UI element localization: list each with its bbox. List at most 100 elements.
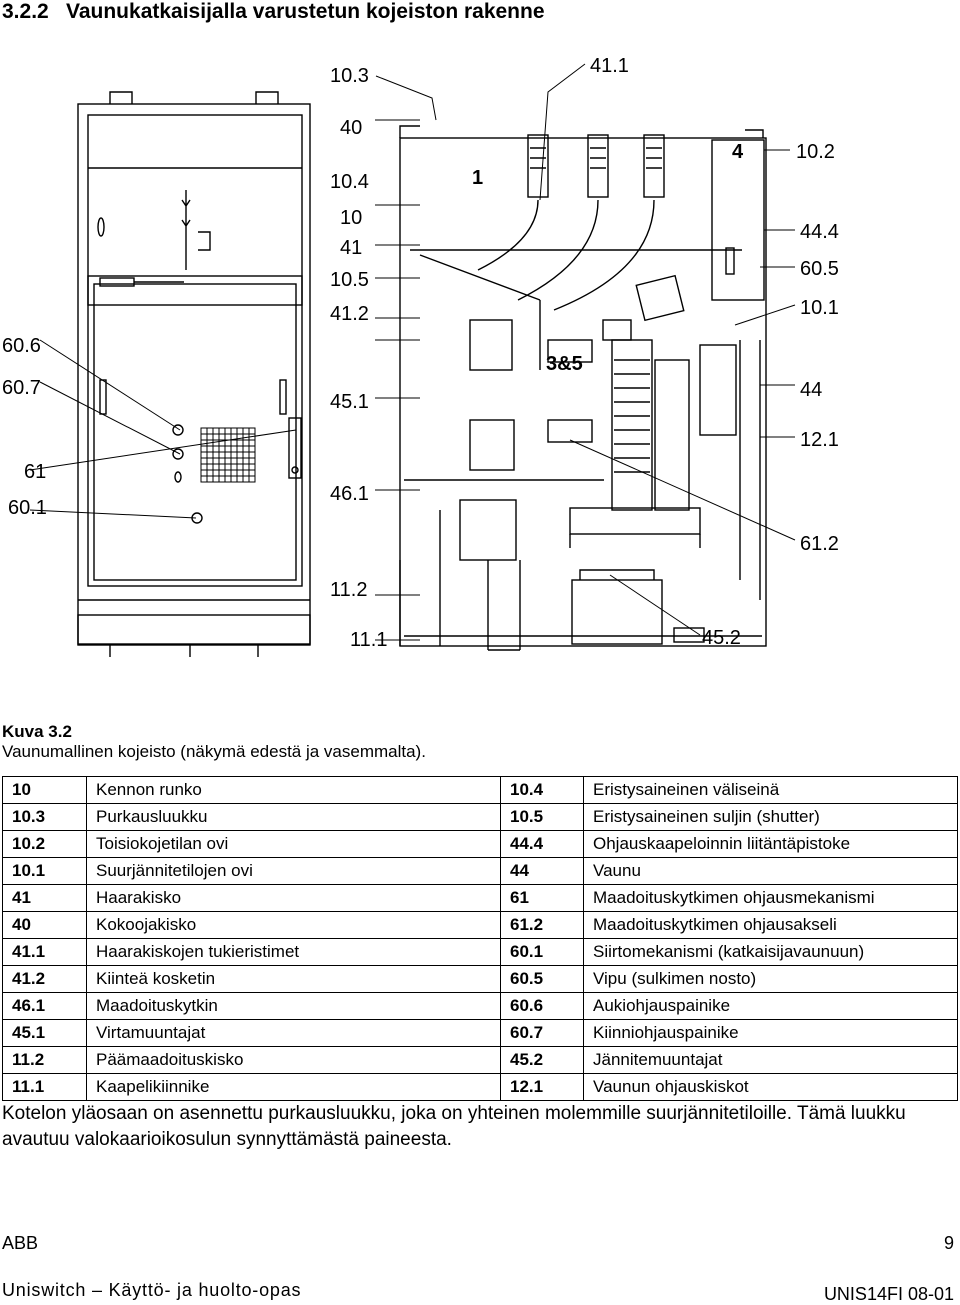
- callout-10-2: 10.2: [796, 141, 835, 163]
- region-label-4: 4: [732, 141, 744, 163]
- callout-11-2: 11.2: [330, 579, 367, 601]
- callout-61-2: 61.2: [800, 533, 839, 555]
- legend-description: Suurjännitetilojen ovi: [86, 857, 501, 885]
- footer-document-title: Uniswitch – Käyttö- ja huolto-opas: [2, 1280, 302, 1300]
- legend-code: 45.1: [2, 1019, 87, 1047]
- legend-description: Maadoituskytkimen ohjausakseli: [583, 911, 958, 939]
- callout-60-5: 60.5: [800, 258, 839, 280]
- callout-46-1: 46.1: [330, 483, 369, 505]
- legend-code: 10.3: [2, 803, 87, 831]
- callout-61: 61: [24, 461, 46, 483]
- legend-code: 45.2: [500, 1046, 584, 1074]
- callout-leaders: [29, 63, 796, 641]
- legend-code: 11.2: [2, 1046, 87, 1074]
- side-view-cabinet: [399, 125, 767, 651]
- legend-description: Kokoojakisko: [86, 911, 501, 939]
- legend-code: 40: [2, 911, 87, 939]
- callout-44-4: 44.4: [800, 221, 839, 243]
- footer-page-number: 9: [943, 1233, 954, 1253]
- callout-40: 40: [340, 117, 362, 139]
- section-heading: 3.2.2 Vaunukatkaisijalla varustetun kojei…: [2, 0, 545, 24]
- switchgear-drawing: 1 4 3&5 60.6 60.7 61 60.1 10.3 40 10.4 1…: [2, 55, 839, 657]
- legend-code: 41.2: [2, 965, 87, 993]
- legend-code: 10.2: [2, 830, 87, 858]
- legend-description: Kiinniohjauspainike: [583, 1019, 958, 1047]
- callout-10-4: 10.4: [330, 171, 369, 193]
- legend-description: Siirtomekanismi (katkaisijavaunuun): [583, 938, 958, 966]
- legend-code: 61.2: [500, 911, 584, 939]
- legend-description: Kaapelikiinnike: [86, 1073, 501, 1101]
- legend-description: Maadoituskytkimen ohjausmekanismi: [583, 884, 958, 912]
- callout-10-3: 10.3: [330, 65, 369, 87]
- callout-45-2: 45.2: [702, 627, 741, 649]
- legend-description: Vipu (sulkimen nosto): [583, 965, 958, 993]
- legend-description: Aukiohjauspainike: [583, 992, 958, 1020]
- legend-description: Kiinteä kosketin: [86, 965, 501, 993]
- figure-caption-label: Kuva 3.2: [2, 722, 72, 741]
- callout-60-7: 60.7: [2, 377, 41, 399]
- section-title: Vaunukatkaisijalla varustetun kojeiston …: [66, 0, 545, 23]
- legend-description: Toisiokojetilan ovi: [86, 830, 501, 858]
- legend-code: 12.1: [500, 1073, 584, 1101]
- legend-code: 10.5: [500, 803, 584, 831]
- legend-code: 41: [2, 884, 87, 912]
- callout-10-5: 10.5: [330, 269, 369, 291]
- callout-41: 41: [340, 237, 362, 259]
- legend-code: 46.1: [2, 992, 87, 1020]
- legend-code: 10.1: [2, 857, 87, 885]
- legend-code: 60.7: [500, 1019, 584, 1047]
- callout-10: 10: [340, 207, 362, 229]
- legend-code: 61: [500, 884, 584, 912]
- callout-45-1: 45.1: [330, 391, 369, 413]
- legend-code: 60.1: [500, 938, 584, 966]
- figure-caption-text: Vaunumallinen kojeisto (näkymä edestä ja…: [2, 742, 426, 761]
- legend-code: 60.5: [500, 965, 584, 993]
- footer-company: ABB: [2, 1233, 39, 1253]
- legend-code: 60.6: [500, 992, 584, 1020]
- callout-44: 44: [800, 379, 822, 401]
- legend-description: Ohjauskaapeloinnin liitäntäpistoke: [583, 830, 958, 858]
- front-view-cabinet: [77, 91, 311, 657]
- legend-code: 10: [2, 776, 87, 804]
- callout-11-1: 11.1: [350, 629, 387, 651]
- callout-10-1: 10.1: [800, 297, 839, 319]
- legend-description: Maadoituskytkin: [86, 992, 501, 1020]
- legend-code: 11.1: [2, 1073, 87, 1101]
- legend-description: Haarakiskojen tukieristimet: [86, 938, 501, 966]
- legend-description: Päämaadoituskisko: [86, 1046, 501, 1074]
- legend-description: Jännitemuuntajat: [583, 1046, 958, 1074]
- legend-description: Vaunu: [583, 857, 958, 885]
- callout-41-2: 41.2: [330, 303, 369, 325]
- legend-description: Kennon runko: [86, 776, 501, 804]
- legend-code: 44: [500, 857, 584, 885]
- callout-60-1: 60.1: [8, 497, 47, 519]
- legend-code: 10.4: [500, 776, 584, 804]
- legend-description: Purkausluukku: [86, 803, 501, 831]
- callout-60-6: 60.6: [2, 335, 41, 357]
- footer-document-code: UNIS14FI 08-01: [823, 1284, 954, 1304]
- legend-description: Eristysaineinen suljin (shutter): [583, 803, 958, 831]
- legend-code: 41.1: [2, 938, 87, 966]
- region-label-3-5: 3&5: [546, 353, 583, 375]
- legend-description: Haarakisko: [86, 884, 501, 912]
- legend-description: Virtamuuntajat: [86, 1019, 501, 1047]
- legend-description: Vaunun ohjauskiskot: [583, 1073, 958, 1101]
- callout-12-1: 12.1: [800, 429, 839, 451]
- body-paragraph: Kotelon yläosaan on asennettu purkausluu…: [2, 1103, 906, 1150]
- callout-41-1: 41.1: [590, 55, 629, 77]
- legend-description: Eristysaineinen väliseinä: [583, 776, 958, 804]
- section-number: 3.2.2: [2, 0, 49, 23]
